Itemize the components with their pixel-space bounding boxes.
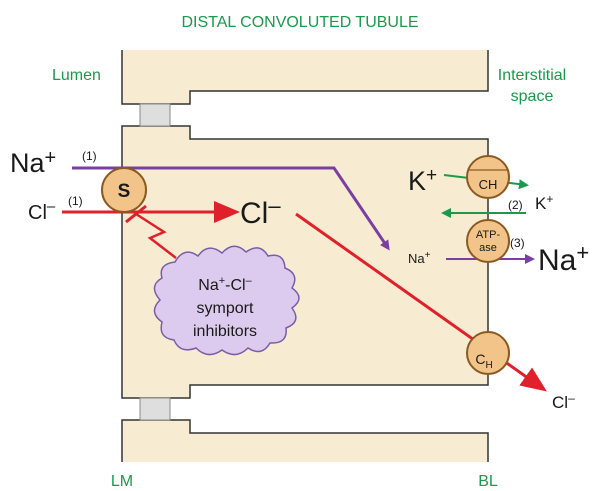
cl-out-label: Cl– bbox=[552, 391, 575, 412]
na-out-step: (3) bbox=[510, 236, 525, 250]
atpase-label-line1: ATP- bbox=[476, 229, 501, 241]
diagram-title: DISTAL CONVOLUTED TUBULE bbox=[181, 14, 418, 31]
bl-label: BL bbox=[478, 473, 498, 490]
symporter-label: S bbox=[118, 181, 131, 202]
cl-lumen-label: Cl– bbox=[28, 198, 56, 224]
lm-label: LM bbox=[111, 473, 133, 490]
na-lumen-label: Na+ bbox=[10, 147, 56, 178]
inhibitor-label-line3: inhibitors bbox=[193, 323, 257, 340]
k-channel-label: CH bbox=[479, 177, 498, 192]
interstitial-label-line2: space bbox=[511, 88, 554, 105]
interstitial-label-line1: Interstitial bbox=[498, 67, 566, 84]
atpase-circle bbox=[467, 220, 509, 262]
atpase-label-line2: ase bbox=[479, 242, 497, 254]
na-lumen-step: (1) bbox=[82, 149, 97, 163]
inhibitor-label-line1: Na+-Cl– bbox=[198, 275, 252, 294]
upper-cell bbox=[122, 50, 488, 104]
na-out-label: Na+ bbox=[538, 240, 589, 277]
lumen-label: Lumen bbox=[52, 67, 101, 84]
tight-junction-lower bbox=[140, 398, 170, 420]
k-out-step: (2) bbox=[508, 198, 523, 212]
cl-lumen-step: (1) bbox=[68, 194, 83, 208]
lower-cell bbox=[122, 420, 488, 462]
inhibitor-label-line2: symport bbox=[197, 300, 254, 317]
k-out-label: K+ bbox=[535, 192, 553, 213]
tight-junction-upper bbox=[140, 104, 170, 126]
